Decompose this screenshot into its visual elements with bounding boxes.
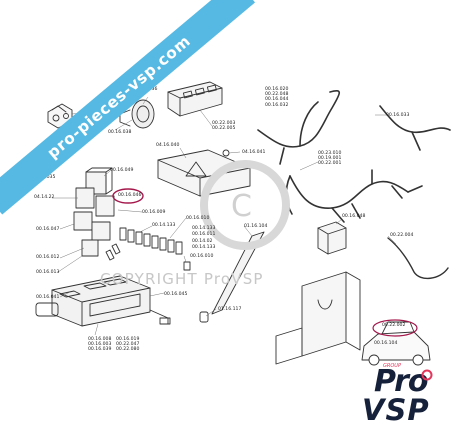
part-label: 00.14.133 (152, 223, 176, 228)
cable-loop (387, 237, 449, 279)
mounting-bracket (275, 271, 361, 365)
part-label: 04.16.041 (242, 150, 266, 155)
part-label: 00.16.019 00.22.047 00.22.080 (116, 337, 140, 353)
logo-vsp-text: VSP (362, 393, 430, 427)
part-label: 00.16.038 (108, 130, 132, 135)
wiring-harness-upper (257, 90, 451, 165)
leader-lines (52, 96, 397, 336)
part-label: 01.16.104 (244, 224, 268, 229)
copyright-watermark-ring (200, 160, 290, 250)
car-outline (361, 321, 431, 366)
relay-right (317, 221, 347, 255)
highlight-ring-car (372, 319, 418, 337)
part-label: 00.16.049 (110, 168, 134, 173)
part-label: 00.16.104 (374, 341, 398, 346)
part-label: 00.16.009 (142, 210, 166, 215)
part-label: 00.16.008 00.16.003 00.16.039 (88, 337, 112, 353)
part-label: 00.16.033 (386, 113, 410, 118)
copyright-watermark-letter: C (231, 189, 252, 224)
part-label: 04.16.040 (156, 143, 180, 148)
part-label: 00.16.010 (186, 216, 210, 221)
part-label: 00.16.020 00.22.048 00.16.044 00.16.032 (265, 87, 289, 108)
part-label: 00.16.012 (36, 255, 60, 260)
copyright-watermark-text: COPYRIGHT ProVSP (100, 270, 264, 288)
part-label: 00.16.013 (36, 270, 60, 275)
highlight-ring (112, 188, 144, 204)
part-label: 01.16.117 (218, 307, 242, 312)
logo-accent-icon (421, 369, 433, 381)
part-label-highlighted: 00.16.046 (118, 193, 142, 198)
connector-module (167, 81, 223, 117)
part-label: 00.22.004 (390, 233, 414, 238)
logo-group-text: GROUP (383, 363, 401, 369)
part-label: 00.14.133 00.16.011 00.14.02 00.14.133 (192, 226, 216, 251)
fuse-set (105, 227, 191, 271)
part-label: 04.14.22 (34, 195, 55, 200)
part-label: 00.22.002 (382, 323, 406, 328)
part-label: 00.16.045 (164, 292, 188, 297)
bolt-part (199, 311, 209, 323)
part-label: 00.16.048 (342, 214, 366, 219)
connector-block (35, 302, 59, 317)
small-cap-part (222, 149, 230, 157)
logo-pro-text: Pro (374, 364, 428, 399)
horn-part (119, 99, 155, 129)
part-label: 00.16.010 (190, 254, 214, 259)
part-label: 00.23.010 00.19.001 00.22.001 (318, 151, 342, 167)
relay-cluster (73, 167, 115, 257)
part-label: 00.16.047 (36, 227, 60, 232)
part-label: 00.22.003 00.22.005 (212, 121, 236, 132)
fuse-box-base (51, 275, 151, 327)
cable-lead (149, 309, 169, 325)
part-label: 00.16.041 (36, 295, 60, 300)
end-plug (159, 317, 171, 325)
